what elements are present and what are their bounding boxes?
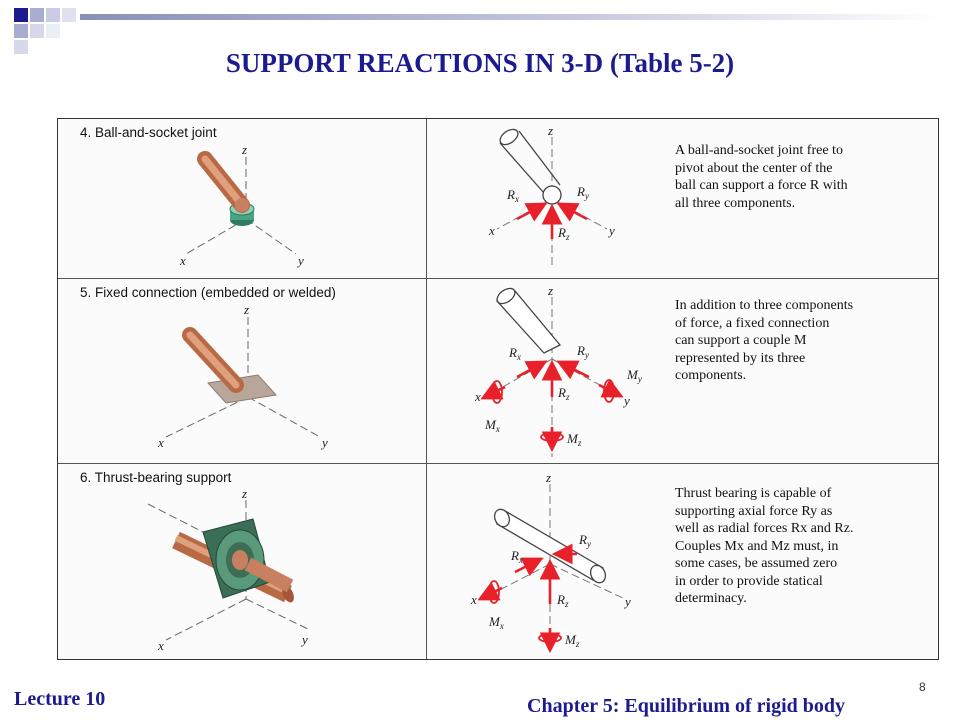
force-rz-label: Rz (557, 225, 570, 242)
ball-socket-illustration: z x y (179, 142, 304, 268)
thrust-bearing-illustration: z x y (147, 486, 309, 653)
force-rx-label: Rx (508, 345, 521, 362)
axis-y-label: y (320, 435, 328, 450)
axis-y-label: y (300, 632, 308, 647)
table-row: 4. Ball-and-socket joint z x y (58, 119, 938, 279)
force-rz-label: Rz (557, 385, 570, 402)
corner-square-1 (14, 8, 28, 22)
axis-x-label: x (179, 253, 186, 268)
corner-square-8 (46, 24, 60, 38)
axis-x-label: x (157, 638, 164, 653)
force-rz-label: Rz (556, 592, 569, 609)
chapter-label: Chapter 5: Equilibrium of rigid body (527, 695, 846, 717)
illustration-cell: 4. Ball-and-socket joint z x y (58, 119, 427, 278)
axis-y-label: y (622, 393, 630, 408)
axis-x-label: x (488, 223, 495, 238)
thrust-bearing-reaction-diagram: z x y (470, 470, 631, 654)
force-rx-label: Rx (506, 187, 519, 204)
reaction-cell: z x y (427, 464, 938, 659)
axis-y-label: y (607, 223, 615, 238)
axis-y-label: y (623, 594, 631, 609)
moment-mz-label: Mz (564, 632, 580, 649)
row-description: A ball-and-socket joint free to pivot ab… (675, 143, 848, 211)
table-row: 5. Fixed connection (embedded or welded)… (58, 279, 938, 464)
illustration-cell: 6. Thrust-bearing support z x y (58, 464, 427, 659)
corner-square-4 (62, 8, 76, 22)
moment-mz-label: Mz (566, 431, 582, 448)
reaction-cell: z x y Rx (427, 119, 938, 278)
slide-title: SUPPORT REACTIONS IN 3-D (Table 5-2) (225, 48, 735, 78)
axis-x-label: x (474, 389, 481, 404)
corner-square-7 (14, 40, 28, 54)
force-ry-label: Ry (578, 532, 591, 549)
axis-z-label: z (545, 470, 551, 485)
corner-square-2 (30, 8, 44, 22)
moment-mx-label: Mx (488, 614, 504, 631)
row-heading: 4. Ball-and-socket joint (80, 125, 217, 140)
page-number: 8 (919, 680, 926, 694)
axis-z-label: z (547, 123, 553, 138)
lecture-label: Lecture 10 (14, 688, 106, 710)
row-heading: 6. Thrust-bearing support (80, 470, 232, 485)
fixed-connection-illustration: z x y (157, 302, 328, 450)
force-rx-label: Rx (510, 548, 523, 565)
axis-x-label: x (470, 592, 477, 607)
axis-x-label: x (157, 435, 164, 450)
axis-z-label: z (241, 142, 247, 157)
axis-z-label: z (241, 486, 247, 501)
table-row: 6. Thrust-bearing support z x y (58, 464, 938, 659)
force-ry-label: Ry (576, 343, 589, 360)
title-rule (80, 14, 940, 20)
moment-mx-label: Mx (484, 417, 500, 434)
corner-square-3 (46, 8, 60, 22)
row-description: In addition to three components of force… (675, 298, 854, 383)
row-heading: 5. Fixed connection (embedded or welded) (80, 285, 336, 300)
corner-square-6 (30, 24, 44, 38)
reaction-cell: z x y (427, 279, 938, 463)
fixed-connection-reaction-diagram: z x y (474, 283, 642, 457)
axis-z-label: z (243, 302, 249, 317)
row-description: Thrust bearing is capable of supporting … (675, 486, 854, 606)
illustration-cell: 5. Fixed connection (embedded or welded)… (58, 279, 427, 463)
support-reactions-table: 4. Ball-and-socket joint z x y (57, 118, 939, 660)
ball-socket-reaction-diagram: z x y Rx (488, 123, 615, 269)
corner-square-5 (14, 24, 28, 38)
moment-my-label: My (626, 367, 642, 384)
axis-y-label: y (296, 253, 304, 268)
axis-z-label: z (547, 283, 553, 298)
force-ry-label: Ry (576, 184, 589, 201)
